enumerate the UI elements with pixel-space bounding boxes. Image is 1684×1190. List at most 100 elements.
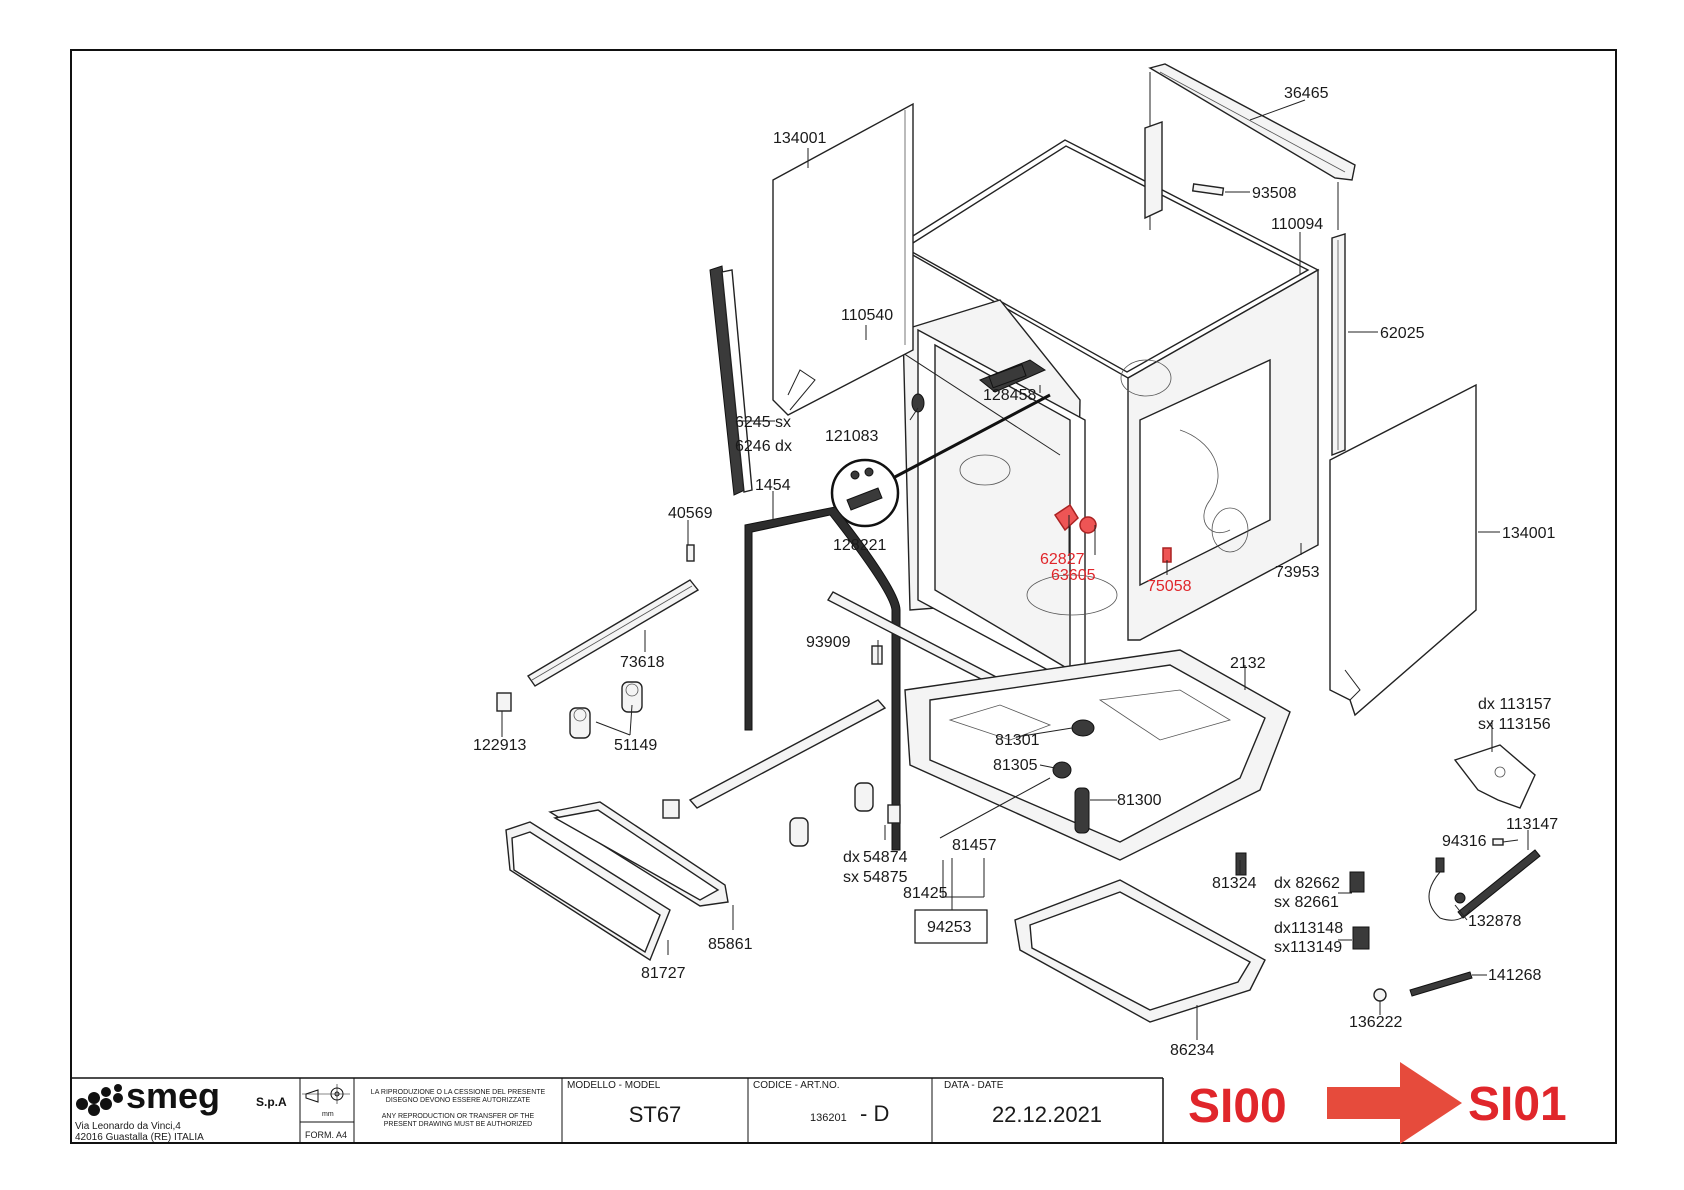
notice-en-1: ANY REPRODUCTION OR TRANSFER OF THE xyxy=(382,1113,535,1120)
label-81727: 81727 xyxy=(641,965,686,982)
parts-drawing xyxy=(496,63,1541,1040)
part-labels: 36465 134001 93508 110094 110540 62025 1… xyxy=(473,85,1558,1059)
label-82661: sx 82661 xyxy=(1274,894,1339,911)
label-113147: 113147 xyxy=(1506,816,1558,833)
wheels-54874 xyxy=(789,782,901,847)
detail-128221 xyxy=(830,393,1051,528)
label-1454: 1454 xyxy=(755,477,791,494)
code-revision: - D xyxy=(860,1101,889,1126)
basket-rail-85861 xyxy=(548,801,729,907)
label-134001-top: 134001 xyxy=(773,130,826,147)
unit-label: mm xyxy=(322,1111,334,1118)
notice-it-2: DISEGNO DEVONO ESSERE AUTORIZZATE xyxy=(386,1097,531,1104)
wheels-51149 xyxy=(569,681,643,739)
base-2132 xyxy=(904,649,1291,861)
address-line-1: Via Leonardo da Vinci,4 xyxy=(75,1121,181,1132)
model-label: MODELLO - MODEL xyxy=(567,1080,661,1091)
label-94316: 94316 xyxy=(1442,833,1487,850)
cap-136222 xyxy=(1373,988,1387,1002)
front-panel-81727 xyxy=(505,821,671,962)
door-gasket-6245 xyxy=(709,265,753,496)
label-94253: 94253 xyxy=(927,919,972,936)
red-parts xyxy=(1053,503,1172,563)
label-81425: 81425 xyxy=(903,885,948,902)
label-73618: 73618 xyxy=(620,654,665,671)
part-132878 xyxy=(1454,892,1466,904)
connector-128458 xyxy=(979,359,1047,393)
spring-113147 xyxy=(1428,849,1541,921)
label-81301: 81301 xyxy=(995,732,1040,749)
dishwasher-tub xyxy=(895,139,1320,692)
code-value: 136201 xyxy=(810,1112,847,1124)
title-block: smeg S.p.A Via Leonardo da Vinci,4 42016… xyxy=(71,1075,1164,1143)
label-93508: 93508 xyxy=(1252,185,1297,202)
date-label: DATA - DATE xyxy=(944,1080,1004,1091)
label-62827: 62827 xyxy=(1040,551,1085,568)
hinge-113157 xyxy=(1453,744,1536,809)
label-93909: 93909 xyxy=(806,634,851,651)
label-113148: dx113148 xyxy=(1274,920,1343,937)
notice-it-1: LA RIPRODUZIONE O LA CESSIONE DEL PRESEN… xyxy=(371,1089,546,1096)
smeg-logo: smeg S.p.A xyxy=(76,1075,287,1116)
revision-from: SI00 xyxy=(1188,1080,1287,1133)
label-81305: 81305 xyxy=(993,757,1038,774)
label-6246: 6246 dx xyxy=(735,438,792,455)
label-132878: 132878 xyxy=(1468,913,1521,930)
label-2132: 2132 xyxy=(1230,655,1266,672)
clip-40569 xyxy=(686,544,695,562)
drawing-frame xyxy=(70,49,1617,1144)
label-54874: 54874 xyxy=(863,849,908,866)
code-label: CODICE - ART.NO. xyxy=(753,1080,840,1091)
side-panel-left-134001 xyxy=(772,102,914,416)
label-51149: 51149 xyxy=(614,737,657,754)
label-121083: 121083 xyxy=(825,428,878,445)
label-81457: 81457 xyxy=(952,837,997,854)
gasket-62025 xyxy=(1144,121,1346,457)
address-line-2: 42016 Guastalla (RE) ITALIA xyxy=(75,1132,204,1143)
assembly-box-94253 xyxy=(914,909,988,944)
screw-93508 xyxy=(1191,183,1250,196)
label-134001-right: 134001 xyxy=(1502,525,1555,542)
pump-parts-8130x xyxy=(939,719,1095,839)
base-plate-86234 xyxy=(1014,879,1266,1023)
notice-en-2: PRESENT DRAWING MUST BE AUTHORIZED xyxy=(384,1121,532,1128)
revision-indicator: SI00 SI01 xyxy=(1188,1062,1567,1144)
label-63605: 63605 xyxy=(1051,567,1096,584)
label-40569: 40569 xyxy=(668,505,713,522)
date-value: 22.12.2021 xyxy=(992,1102,1102,1127)
brand-name: smeg xyxy=(126,1075,220,1116)
label-75058: 75058 xyxy=(1147,578,1192,595)
grommet-121083 xyxy=(911,393,925,413)
screw-141268 xyxy=(1409,971,1473,997)
rail-73618 xyxy=(526,579,700,687)
projection-symbol-icon xyxy=(302,1084,350,1104)
revision-arrow-icon xyxy=(1327,1062,1462,1144)
format-label: FORM. A4 xyxy=(305,1130,347,1140)
label-6245: 6245 sx xyxy=(735,414,791,431)
label-54875-sx: sx xyxy=(843,869,859,886)
label-62025: 62025 xyxy=(1380,325,1425,342)
foot-81324 xyxy=(1235,852,1247,876)
clip-122913 xyxy=(496,692,512,712)
side-panel-right-134001 xyxy=(1329,383,1477,717)
label-82662: dx 82662 xyxy=(1274,875,1340,892)
feet-82662-113148 xyxy=(1349,871,1370,950)
label-36465: 36465 xyxy=(1284,85,1329,102)
clip-94316 xyxy=(1492,838,1504,846)
label-122913: 122913 xyxy=(473,737,526,754)
door-seal-1454 xyxy=(744,506,901,851)
revision-to: SI01 xyxy=(1468,1078,1567,1131)
leader-lines xyxy=(501,99,1529,1040)
brand-suffix: S.p.A xyxy=(256,1095,287,1109)
label-86234: 86234 xyxy=(1170,1042,1215,1059)
label-73953: 73953 xyxy=(1275,564,1320,581)
label-128221: 128221 xyxy=(833,537,886,554)
label-113156: sx 113156 xyxy=(1478,716,1551,733)
label-85861: 85861 xyxy=(708,936,753,953)
label-54875: 54875 xyxy=(863,869,908,886)
door-rail-lower xyxy=(662,699,887,819)
label-81324: 81324 xyxy=(1212,875,1257,892)
label-141268: 141268 xyxy=(1488,967,1541,984)
label-110094: 110094 xyxy=(1271,216,1323,233)
